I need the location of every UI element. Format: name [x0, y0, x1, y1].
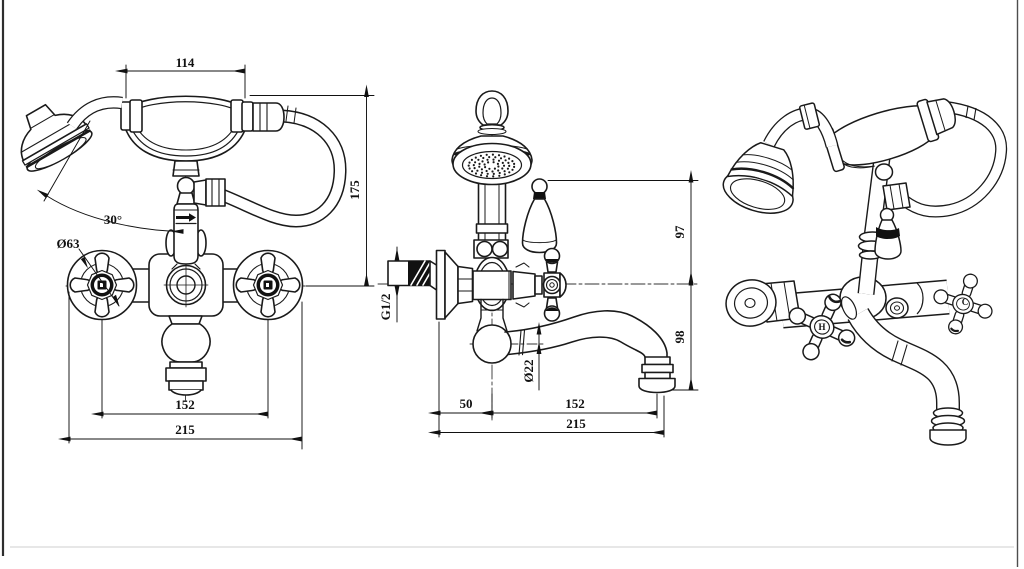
- persp-lever: [874, 207, 902, 260]
- persp-spout: [840, 296, 967, 446]
- persp-cold-index: C: [962, 297, 969, 307]
- persp-hot-handle: [788, 293, 856, 361]
- front-hose-clamp: [285, 105, 297, 124]
- front-right-handle: [235, 252, 301, 318]
- front-dim-height: 175: [347, 180, 362, 200]
- front-cradle-column: [165, 160, 207, 270]
- persp-diverter-disc: [885, 297, 909, 319]
- side-dim-upper-height: 97: [672, 225, 687, 239]
- front-handset: [120, 95, 297, 162]
- side-cartridge-housing: [472, 262, 543, 308]
- persp-head-joint: [799, 102, 821, 130]
- side-dim-reach: 152: [565, 396, 585, 411]
- front-view: 114 175 152 215 Ø63 30°: [20, 55, 375, 450]
- side-shower-head: [451, 90, 533, 186]
- side-spray-holes: [467, 153, 516, 178]
- front-hose-nipple: [193, 178, 226, 207]
- persp-shower-head: [722, 142, 795, 214]
- persp-handset: [821, 98, 956, 173]
- front-spout: [161, 315, 211, 396]
- persp-hose-nipple: [874, 163, 911, 211]
- persp-hot-index: H: [818, 322, 825, 332]
- persp-wall-flange: [725, 279, 801, 327]
- side-dim-thread: G1/2: [378, 294, 393, 321]
- front-hose: [215, 109, 347, 228]
- front-dim-overall-width: 215: [175, 422, 195, 437]
- side-lever-handle: [521, 178, 558, 254]
- persp-cold-handle: [933, 273, 993, 335]
- front-dim-head-angle: 30°: [104, 212, 122, 227]
- front-dim-handset-length: 114: [176, 55, 195, 70]
- side-dim-lower-height: 98: [672, 330, 687, 344]
- side-spout: [472, 298, 676, 394]
- front-dim-escutcheon-dia: Ø63: [56, 236, 80, 251]
- side-diverter-handle: [542, 247, 567, 322]
- side-wall-connection: [387, 249, 474, 320]
- side-view: G1/2 97 98 Ø22 50 152 215: [377, 90, 699, 438]
- front-dim-handle-spacing: 152: [175, 397, 195, 412]
- persp-hose: [901, 101, 1008, 218]
- side-dim-overall-depth: 215: [566, 416, 586, 431]
- front-hose-connector: [252, 102, 285, 132]
- side-dim-wall-offset: 50: [460, 396, 473, 411]
- side-shower-column: [473, 179, 509, 259]
- persp-head-elbow: [763, 107, 839, 148]
- side-dim-spout-dia: Ø22: [521, 359, 536, 382]
- perspective-view: H C: [722, 98, 1008, 446]
- side-dimensions: [394, 170, 699, 438]
- front-flow-arrow: [176, 213, 196, 222]
- front-dimensions: [36, 64, 375, 450]
